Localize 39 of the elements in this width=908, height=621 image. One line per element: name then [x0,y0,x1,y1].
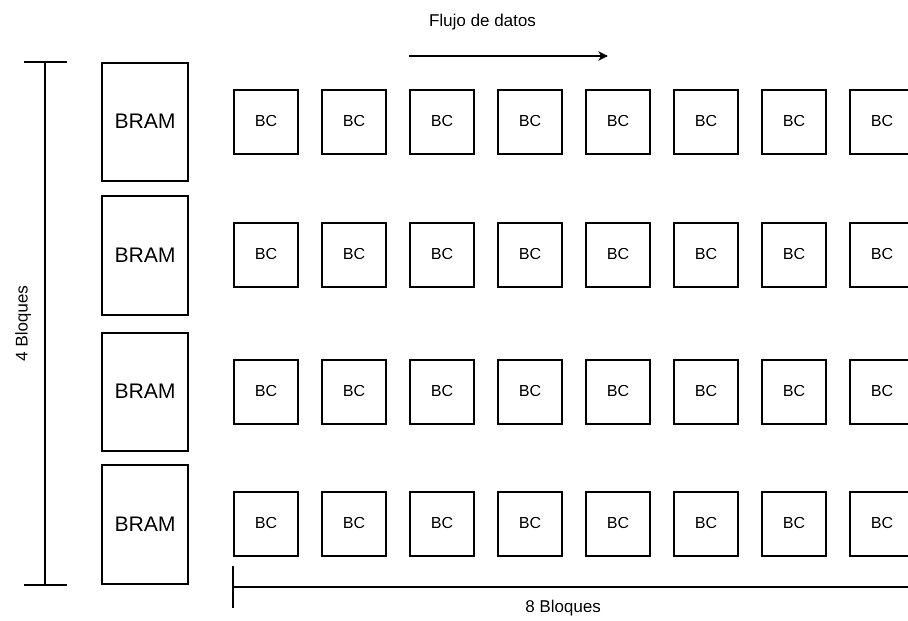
compute-block: BC [761,491,827,557]
dimension-label: 4 Bloques [14,285,30,361]
compute-block: BC [849,222,908,288]
compute-block: BC [585,359,651,425]
direction-label: Flujo de datos [429,12,536,29]
compute-block: BC [761,359,827,425]
compute-block: BC [321,89,387,155]
memory-block: BRAM [101,62,189,182]
memory-block: BRAM [101,195,189,316]
compute-block: BC [585,89,651,155]
compute-block: BC [409,222,475,288]
compute-block: BC [321,359,387,425]
compute-block: BC [673,222,739,288]
compute-block: BC [673,491,739,557]
compute-block: BC [233,89,299,155]
compute-block: BC [409,359,475,425]
compute-block: BC [233,359,299,425]
compute-block: BC [321,222,387,288]
compute-block: BC [233,222,299,288]
compute-block: BC [673,359,739,425]
compute-block: BC [409,89,475,155]
compute-block: BC [497,491,563,557]
compute-block: BC [673,89,739,155]
compute-block: BC [321,491,387,557]
compute-block: BC [849,359,908,425]
compute-block: BC [585,222,651,288]
dimension-label: 8 Bloques [525,598,601,615]
compute-block: BC [849,491,908,557]
compute-block: BC [585,491,651,557]
compute-block: BC [497,222,563,288]
compute-block: BC [497,359,563,425]
compute-block: BC [233,491,299,557]
compute-block: BC [409,491,475,557]
compute-block: BC [761,222,827,288]
compute-block: BC [761,89,827,155]
compute-block: BC [497,89,563,155]
compute-block: BC [849,89,908,155]
memory-block: BRAM [101,464,189,585]
memory-block: BRAM [101,332,189,452]
